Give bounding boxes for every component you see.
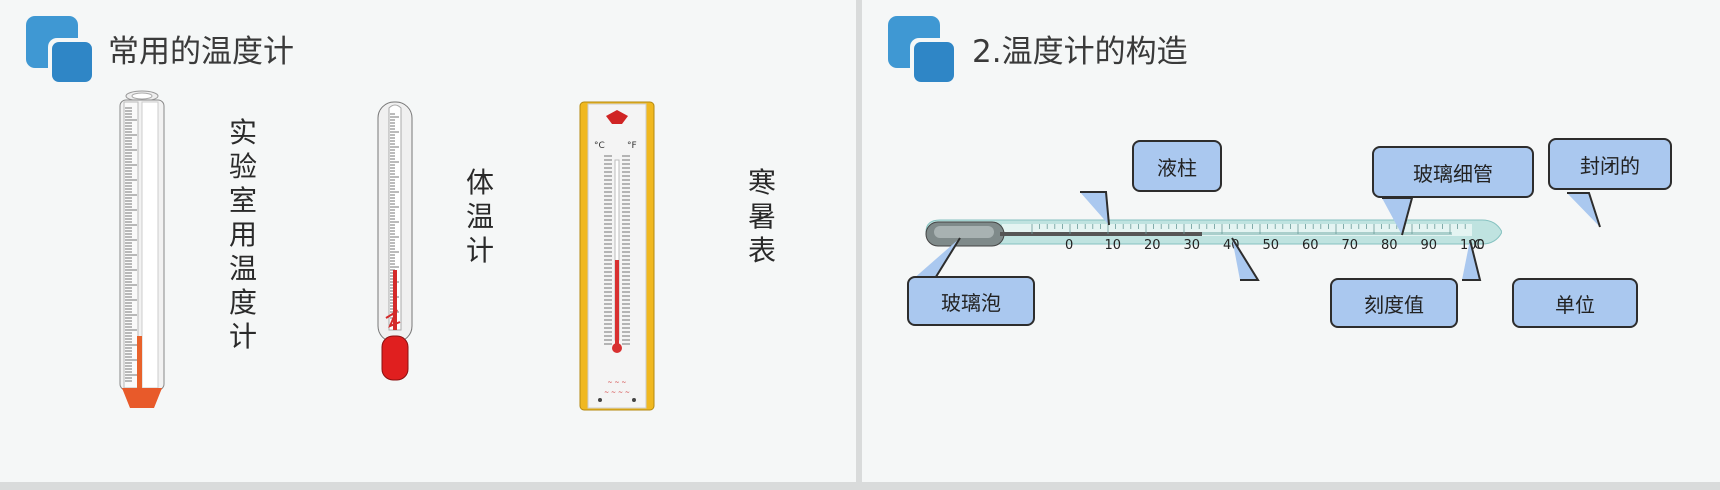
page-title: 2.温度计的构造: [972, 34, 1188, 70]
clinical-thermometer-label: 体温计: [465, 166, 494, 267]
callout-unit: 单位: [1512, 278, 1638, 328]
clinical-thermometer-image: [377, 101, 413, 381]
scale-tick-label: 30: [1183, 238, 1201, 253]
svg-text:°F: °F: [627, 141, 637, 151]
scale-tick-label: 20: [1144, 238, 1161, 253]
scale-tick-label: 70: [1341, 238, 1359, 253]
scale-tick-label: 100: [1460, 238, 1485, 253]
scale-tick-label: 90: [1420, 238, 1438, 253]
unit-mark: C: [1474, 238, 1484, 253]
slide-common-thermometers: 常用的温度计 实验室用温度计 体温计 °C °F ~ ~ ~ ~ ~ ~ ~: [0, 0, 856, 482]
scale-tick-label: 80: [1381, 238, 1398, 253]
callout-pointers: [912, 191, 1601, 281]
scale-tick-label: 10: [1104, 238, 1122, 253]
callout-glass-bulb: 玻璃泡: [907, 276, 1035, 326]
scale-tick-label: 0: [1065, 238, 1074, 253]
svg-text:°C: °C: [594, 141, 605, 151]
callout-scale-values: 刻度值: [1330, 278, 1458, 328]
callout-liquid-column: 液柱: [1132, 140, 1222, 192]
svg-text:~ ~ ~: ~ ~ ~: [608, 379, 627, 386]
weather-thermometer-label: 寒暑表: [747, 166, 776, 267]
lab-thermometer-image: [119, 90, 165, 408]
slide-logo: [26, 16, 92, 82]
callout-glass-tube: 玻璃细管: [1372, 146, 1534, 198]
thermometer-diagram: [925, 219, 1502, 247]
svg-text:~ ~ ~ ~: ~ ~ ~ ~: [604, 389, 630, 396]
slide-logo: [888, 16, 954, 82]
callout-sealed-end: 封闭的: [1548, 138, 1672, 190]
scale-tick-label: 60: [1302, 238, 1319, 253]
lab-thermometer-label: 实验室用温度计: [228, 116, 257, 353]
weather-thermometer-image: °C °F ~ ~ ~ ~ ~ ~ ~: [579, 101, 655, 411]
scale-tick-label: 50: [1262, 238, 1280, 253]
page-title: 常用的温度计: [108, 34, 294, 70]
